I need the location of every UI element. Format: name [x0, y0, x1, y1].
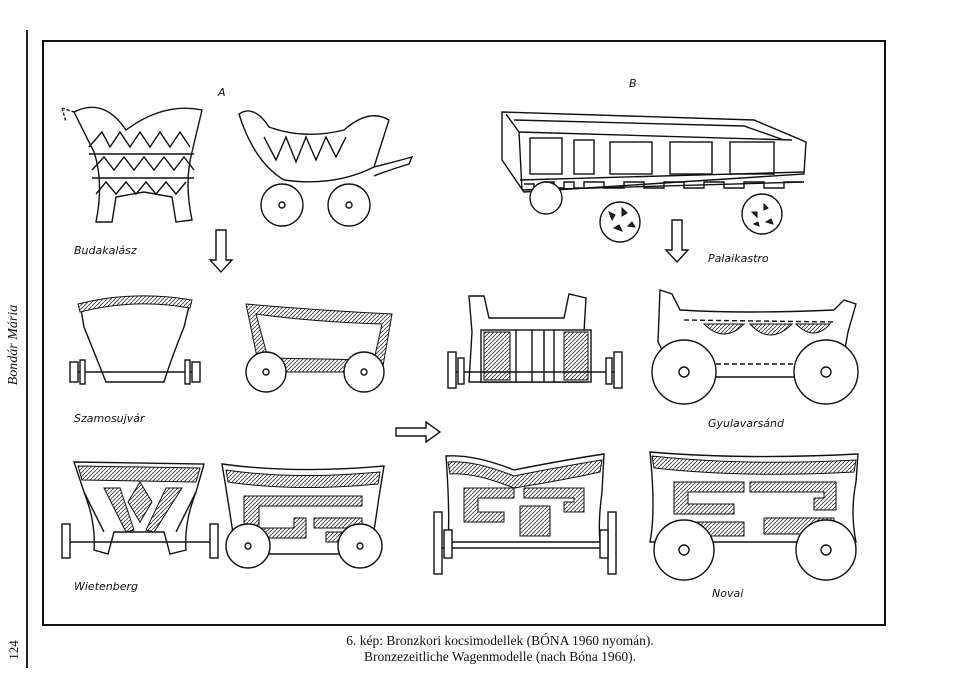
- arrow-down-a-icon: [208, 229, 234, 274]
- szamosujvar-wagon-side: [245, 303, 393, 393]
- szamosujvar-wagon-front: [69, 295, 201, 385]
- caption-german: Bronzezeitliche Wagenmodelle (nach Bóna …: [364, 649, 636, 664]
- figure-caption: 6. kép: Bronzkori kocsimodellek (BÓNA 19…: [200, 633, 800, 665]
- caption-hungarian: 6. kép: Bronzkori kocsimodellek (BÓNA 19…: [346, 633, 654, 648]
- arrow-right-icon: [395, 420, 442, 444]
- novai-wagon-side: [649, 451, 859, 581]
- budakalasz-wagon-side: [238, 110, 414, 227]
- wietenberg-wagon-front: [61, 461, 219, 559]
- wietenberg-wagon-side: [221, 463, 385, 569]
- budakalasz-wagon-front: [61, 106, 203, 223]
- site-label-szamosujvar: Szamosujvár: [74, 412, 146, 425]
- novai-wagon-front: [433, 453, 617, 575]
- site-label-palaikastro: Palaikastro: [708, 252, 769, 265]
- site-label-wietenberg: Wietenberg: [74, 580, 138, 593]
- figure-plate: A B Budakalász: [42, 40, 886, 626]
- site-label-budakalasz: Budakalász: [74, 244, 137, 257]
- arrow-down-b-icon: [664, 219, 690, 264]
- page-number-text: 124: [6, 640, 21, 660]
- group-label-b: B: [629, 77, 637, 90]
- margin-rule: [26, 30, 28, 668]
- gyulavarsand-wagon-front: [447, 293, 623, 389]
- running-head: Bondár Mária: [2, 290, 26, 400]
- running-head-text: Bondár Mária: [6, 304, 21, 386]
- site-label-gyulavarsand: Gyulavarsánd: [708, 417, 785, 430]
- gyulavarsand-wagon-side: [651, 289, 859, 405]
- page-number: 124: [2, 630, 26, 670]
- site-label-novai: Novai: [712, 587, 743, 600]
- group-label-a: A: [217, 86, 226, 99]
- palaikastro-wagon: [501, 111, 807, 243]
- wagon-models-illustration: A B Budakalász: [61, 77, 859, 600]
